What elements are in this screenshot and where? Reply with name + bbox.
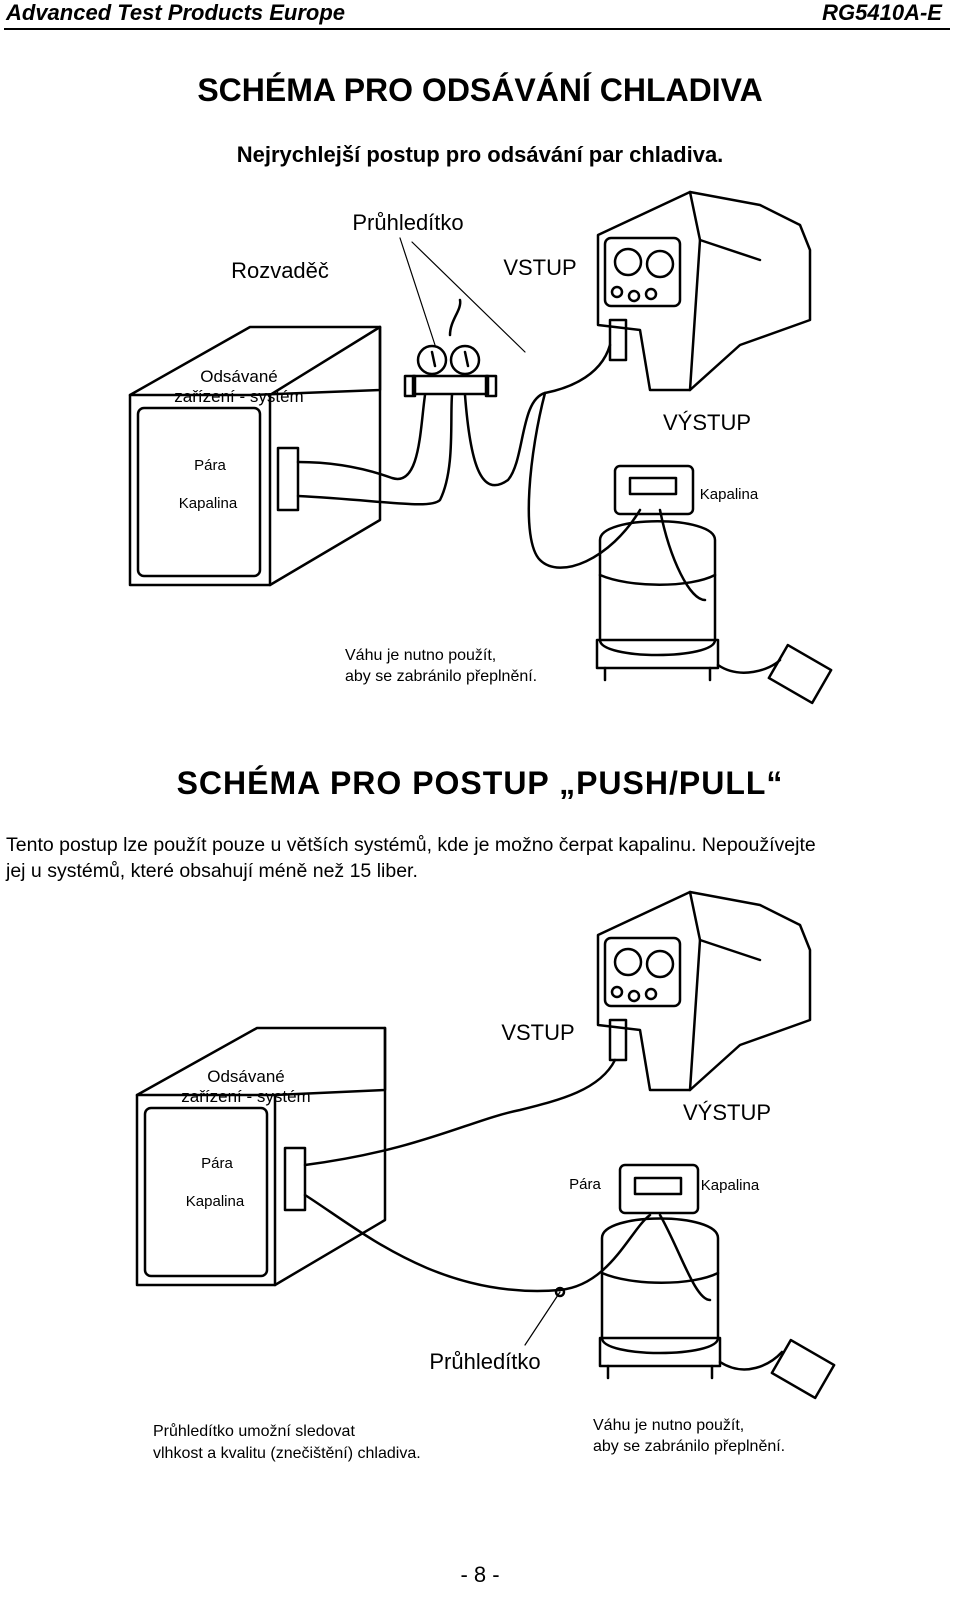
label-sight-glass: Průhledítko bbox=[352, 210, 463, 235]
label-input: VSTUP bbox=[503, 255, 576, 280]
scale-note-line2-2: aby se zabránilo přeplnění. bbox=[593, 1438, 785, 1455]
recovery-machine-illustration-2 bbox=[596, 890, 812, 1092]
system-unit-illustration bbox=[128, 325, 382, 587]
label-vapor: Pára bbox=[194, 457, 226, 474]
scale-note-line1: Váhu je nutno použít, bbox=[345, 647, 496, 664]
label-liquid-2: Kapalina bbox=[186, 1193, 245, 1210]
cylinder-and-scale-illustration-2 bbox=[598, 1163, 722, 1380]
header-divider bbox=[4, 28, 950, 30]
label-tank-vapor-2: Pára bbox=[569, 1176, 601, 1193]
label-sight-glass-2: Průhledítko bbox=[429, 1349, 540, 1374]
label-system-line2: zařízení - systém bbox=[174, 387, 303, 406]
scale-note-line1-2: Váhu je nutno použít, bbox=[593, 1417, 744, 1434]
label-liquid: Kapalina bbox=[179, 495, 238, 512]
section1-title: SCHÉMA PRO ODSÁVÁNÍ CHLADIVA bbox=[197, 72, 763, 108]
label-vapor-2: Pára bbox=[201, 1155, 233, 1172]
recovery-diagram: Průhledítko Rozvaděč VSTUP Odsávané zaří… bbox=[128, 190, 833, 705]
page-number: - 8 - bbox=[460, 1562, 500, 1587]
paragraph-line2: jej u systémů, které obsahují méně než 1… bbox=[6, 860, 418, 882]
recovery-machine-illustration bbox=[596, 190, 812, 392]
section2-title: SCHÉMA PRO POSTUP „PUSH/PULL“ bbox=[176, 765, 784, 801]
header-model: RG5410A-E bbox=[822, 0, 942, 25]
label-system-line2-2: zařízení - systém bbox=[181, 1087, 310, 1106]
header-company: Advanced Test Products Europe bbox=[6, 0, 346, 25]
sight-note-line1: Průhledítko umožní sledovat bbox=[153, 1422, 355, 1440]
label-tank-liquid: Kapalina bbox=[700, 486, 759, 503]
section1-subtitle: Nejrychlejší postup pro odsávání par chl… bbox=[236, 142, 724, 167]
manifold-illustration bbox=[403, 298, 498, 398]
scale-note-line2: aby se zabránilo přeplnění. bbox=[345, 668, 537, 685]
paragraph-line1: Tento postup lze použít pouze u větších … bbox=[6, 834, 816, 856]
label-tank-liquid-2: Kapalina bbox=[701, 1177, 760, 1194]
sight-note-line2: vlhkost a kvalitu (znečištění) chladiva. bbox=[153, 1445, 421, 1462]
section2-paragraph: Tento postup lze použít pouze u větších … bbox=[6, 832, 954, 884]
label-system-line1: Odsávané bbox=[200, 367, 278, 386]
label-output: VÝSTUP bbox=[663, 410, 751, 435]
label-output-2: VÝSTUP bbox=[683, 1100, 771, 1125]
label-manifold: Rozvaděč bbox=[231, 258, 329, 283]
system-unit-illustration-2 bbox=[135, 1026, 387, 1287]
label-input-2: VSTUP bbox=[501, 1020, 574, 1045]
label-system-line1-2: Odsávané bbox=[207, 1067, 285, 1086]
